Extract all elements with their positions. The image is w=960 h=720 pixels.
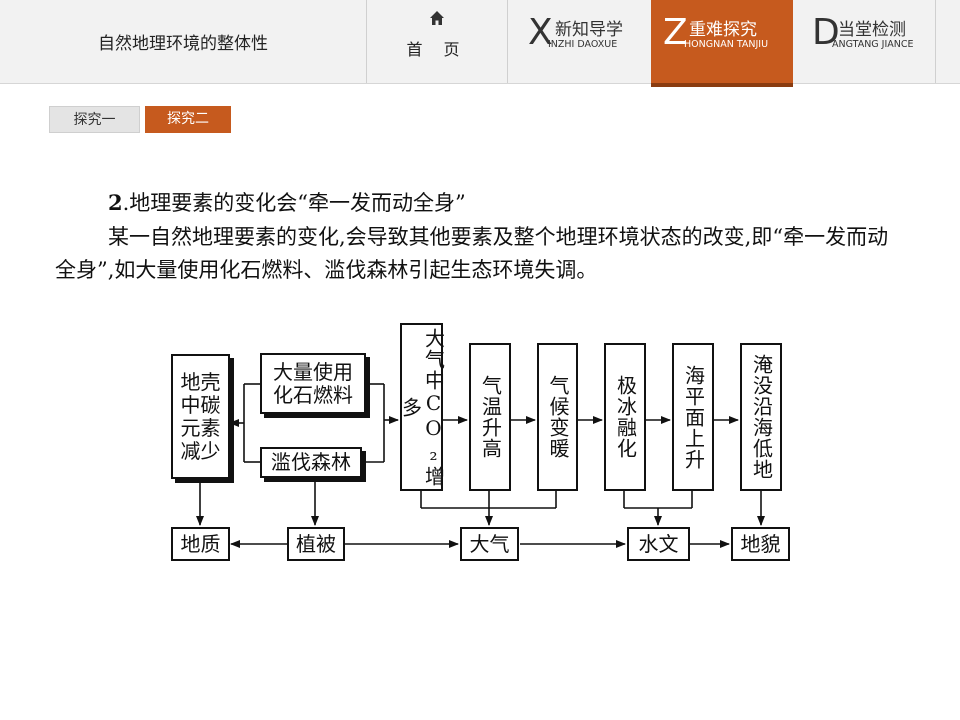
home-button[interactable]: 首 页 bbox=[367, 0, 507, 83]
box-hydrology: 水文 bbox=[627, 527, 690, 561]
nav-letter: D bbox=[812, 12, 840, 53]
nav-divider bbox=[935, 0, 936, 83]
nav-divider bbox=[507, 0, 508, 83]
home-label: 首 页 bbox=[406, 40, 468, 59]
box-fossil-fuel: 大量使用化石燃料 bbox=[260, 353, 366, 414]
nav-pinyin: INZHI DAOXUE bbox=[548, 39, 618, 50]
nav-tab-xinzhi[interactable]: X 新知导学 INZHI DAOXUE bbox=[508, 0, 650, 83]
course-title: 自然地理环境的整体性 bbox=[98, 34, 268, 54]
section-heading: 2.地理要素的变化会“牵一发而动全身” bbox=[108, 188, 466, 218]
nav-divider bbox=[366, 0, 367, 83]
nav-label: 新知导学 bbox=[555, 20, 623, 40]
top-nav-bar: 自然地理环境的整体性 首 页 X 新知导学 INZHI DAOXUE Z 重难探… bbox=[0, 0, 960, 84]
nav-letter: Z bbox=[663, 12, 688, 53]
subtab-tanjiu-2[interactable]: 探究二 bbox=[145, 106, 231, 133]
subtab-tanjiu-1[interactable]: 探究一 bbox=[49, 106, 140, 133]
box-temperature-rise: 气温升高 bbox=[469, 343, 511, 491]
heading-number: 2 bbox=[108, 190, 123, 215]
box-climate-warming: 气候变暖 bbox=[537, 343, 578, 491]
box-landform: 地貌 bbox=[731, 527, 790, 561]
box-ice-melting: 极冰融化 bbox=[604, 343, 646, 491]
box-geology: 地质 bbox=[171, 527, 230, 561]
nav-tab-dangtang[interactable]: D 当堂检测 ANGTANG JIANCE bbox=[794, 0, 936, 83]
box-atmosphere: 大气 bbox=[460, 527, 519, 561]
nav-tab-zhongnan[interactable]: Z 重难探究 HONGNAN TANJIU bbox=[651, 0, 793, 83]
heading-text: .地理要素的变化会“牵一发而动全身” bbox=[122, 191, 466, 215]
nav-pinyin: ANGTANG JIANCE bbox=[832, 39, 914, 50]
nav-label: 重难探究 bbox=[689, 20, 757, 40]
box-deforestation: 滥伐森林 bbox=[260, 447, 362, 478]
box-co2-increase: 大气中CO₂增多 bbox=[399, 323, 446, 491]
box-vegetation: 植被 bbox=[287, 527, 345, 561]
nav-pinyin: HONGNAN TANJIU bbox=[684, 39, 769, 50]
box-sea-level-rise: 海平面上升 bbox=[672, 343, 714, 491]
nav-label: 当堂检测 bbox=[838, 20, 906, 40]
section-paragraph: 某一自然地理要素的变化,会导致其他要素及整个地理环境状态的改变,即“牵一发而动全… bbox=[55, 225, 889, 282]
nav-letter: X bbox=[528, 12, 553, 53]
box-coastal-flooding: 淹没沿海低地 bbox=[740, 343, 782, 491]
box-crust-carbon: 地壳中碳元素减少 bbox=[171, 354, 230, 479]
home-icon bbox=[430, 11, 444, 25]
